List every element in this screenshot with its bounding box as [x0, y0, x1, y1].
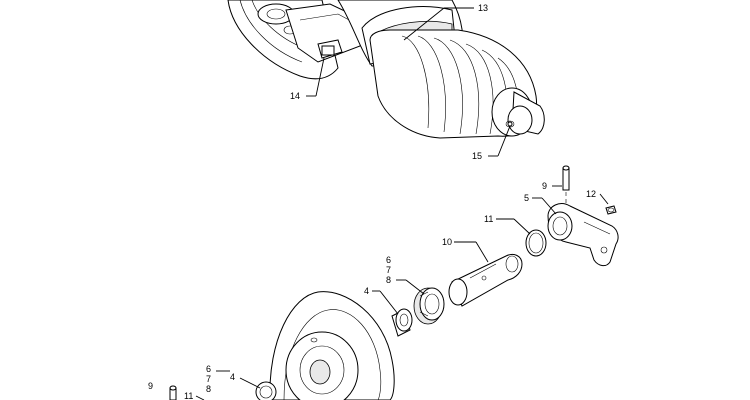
lower-left-parts [169, 381, 277, 400]
bushing-4-upper [391, 308, 413, 337]
callout-15: 15 [472, 151, 482, 161]
callout-5: 5 [524, 193, 529, 203]
leader-lines [195, 7, 609, 400]
callout-4-lower: 4 [230, 372, 235, 382]
callout-9-upper: 9 [542, 181, 547, 191]
callout-4-upper: 4 [364, 286, 369, 296]
callout-6-upper: 6 [386, 255, 391, 265]
recoil-spring-cylinder [337, 0, 545, 139]
callout-7-lower: 7 [206, 374, 211, 384]
bracket-5 [547, 203, 619, 267]
seal-group-upper [413, 287, 445, 325]
callout-13: 13 [478, 3, 488, 13]
callout-6-lower: 6 [206, 364, 211, 374]
callout-8-lower: 8 [206, 384, 211, 394]
callout-11-lower: 11 [184, 391, 193, 400]
idler-wheel-lower [269, 291, 395, 400]
callout-14: 14 [290, 91, 300, 101]
callout-7-upper: 7 [386, 265, 391, 275]
callout-12: 12 [586, 189, 596, 199]
callout-8-upper: 8 [386, 275, 391, 285]
callout-9-lower: 9 [148, 381, 153, 391]
shaft-10 [448, 253, 523, 307]
callout-labels: 13 14 15 9 12 5 11 10 6 7 8 4 9 11 6 7 8… [148, 3, 596, 400]
o-ring-11 [525, 229, 547, 257]
callout-10: 10 [442, 237, 452, 247]
callout-11-upper: 11 [484, 214, 493, 224]
grease-screw-12 [605, 205, 617, 215]
